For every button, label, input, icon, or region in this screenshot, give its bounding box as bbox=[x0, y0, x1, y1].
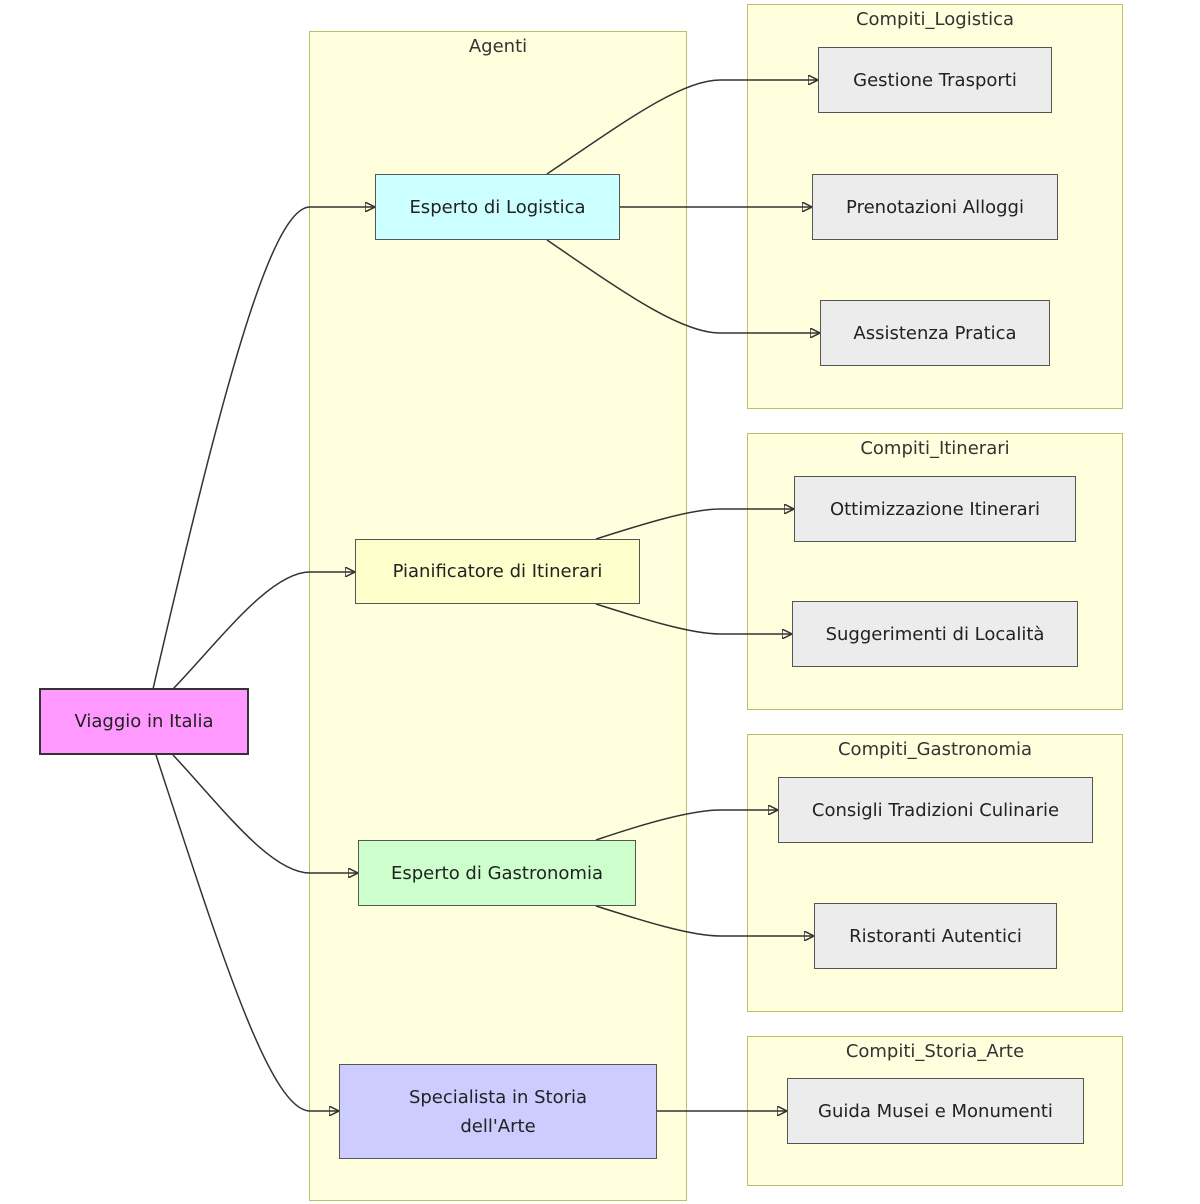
task-node-guida-musei[interactable]: Guida Musei e Monumenti bbox=[787, 1078, 1084, 1144]
task-node-consigli-tradizioni-label: Consigli Tradizioni Culinarie bbox=[811, 799, 1060, 821]
task-node-prenotazioni-alloggi-label: Prenotazioni Alloggi bbox=[846, 196, 1024, 218]
edge-logistica-to-trasporti bbox=[546, 80, 817, 175]
cluster-compiti-logistica-title: Compiti_Logistica bbox=[855, 9, 1015, 30]
edge-root-to-storia bbox=[155, 754, 338, 1111]
edge-gastronomia-to-consigli bbox=[595, 810, 777, 841]
edge-logistica-to-assistenza bbox=[546, 239, 819, 333]
agent-node-logistica[interactable]: Esperto di Logistica bbox=[375, 174, 620, 240]
edge-itinerari-to-suggerimenti bbox=[595, 603, 791, 634]
agent-node-logistica-label: Esperto di Logistica bbox=[409, 196, 586, 218]
edge-root-to-itinerari bbox=[172, 572, 354, 690]
task-node-ottimizzazione-itinerari[interactable]: Ottimizzazione Itinerari bbox=[794, 476, 1076, 542]
task-node-ristoranti-autentici-label: Ristoranti Autentici bbox=[849, 925, 1022, 947]
cluster-compiti-gastronomia-title: Compiti_Gastronomia bbox=[837, 739, 1033, 760]
task-node-gestione-trasporti-label: Gestione Trasporti bbox=[853, 69, 1017, 91]
task-node-guida-musei-label: Guida Musei e Monumenti bbox=[818, 1100, 1053, 1122]
cluster-compiti-storia-arte-title: Compiti_Storia_Arte bbox=[845, 1041, 1025, 1062]
edge-root-to-gastronomia bbox=[172, 754, 357, 873]
agent-node-storia-arte-label-line2: dell'Arte bbox=[460, 1115, 536, 1137]
root-node-label: Viaggio in Italia bbox=[74, 711, 214, 732]
root-node[interactable]: Viaggio in Italia bbox=[39, 688, 249, 755]
task-node-ottimizzazione-itinerari-label: Ottimizzazione Itinerari bbox=[829, 498, 1041, 520]
agent-node-gastronomia-label: Esperto di Gastronomia bbox=[390, 862, 603, 884]
task-node-ristoranti-autentici[interactable]: Ristoranti Autentici bbox=[814, 903, 1057, 969]
task-node-suggerimenti-localita[interactable]: Suggerimenti di Località bbox=[792, 601, 1078, 667]
edge-gastronomia-to-ristoranti bbox=[595, 905, 813, 936]
agents-cluster-title: Agenti bbox=[468, 36, 528, 57]
agent-node-gastronomia[interactable]: Esperto di Gastronomia bbox=[358, 840, 636, 906]
cluster-compiti-itinerari-title: Compiti_Itinerari bbox=[860, 438, 1010, 459]
edge-itinerari-to-ottimizzazione bbox=[595, 509, 793, 540]
task-node-prenotazioni-alloggi[interactable]: Prenotazioni Alloggi bbox=[812, 174, 1058, 240]
task-node-assistenza-pratica-label: Assistenza Pratica bbox=[853, 322, 1017, 344]
task-node-suggerimenti-localita-label: Suggerimenti di Località bbox=[825, 623, 1045, 645]
agent-node-storia-arte-label-line1: Specialista in Storia bbox=[408, 1086, 588, 1108]
agent-node-storia-arte[interactable]: Specialista in Storia dell'Arte bbox=[339, 1064, 657, 1159]
task-node-assistenza-pratica[interactable]: Assistenza Pratica bbox=[820, 300, 1050, 366]
task-node-gestione-trasporti[interactable]: Gestione Trasporti bbox=[818, 47, 1052, 113]
agent-node-itinerari[interactable]: Pianificatore di Itinerari bbox=[355, 539, 640, 604]
edge-root-to-logistica bbox=[152, 207, 374, 690]
agent-node-itinerari-label: Pianificatore di Itinerari bbox=[392, 561, 603, 582]
task-node-consigli-tradizioni[interactable]: Consigli Tradizioni Culinarie bbox=[778, 777, 1093, 843]
